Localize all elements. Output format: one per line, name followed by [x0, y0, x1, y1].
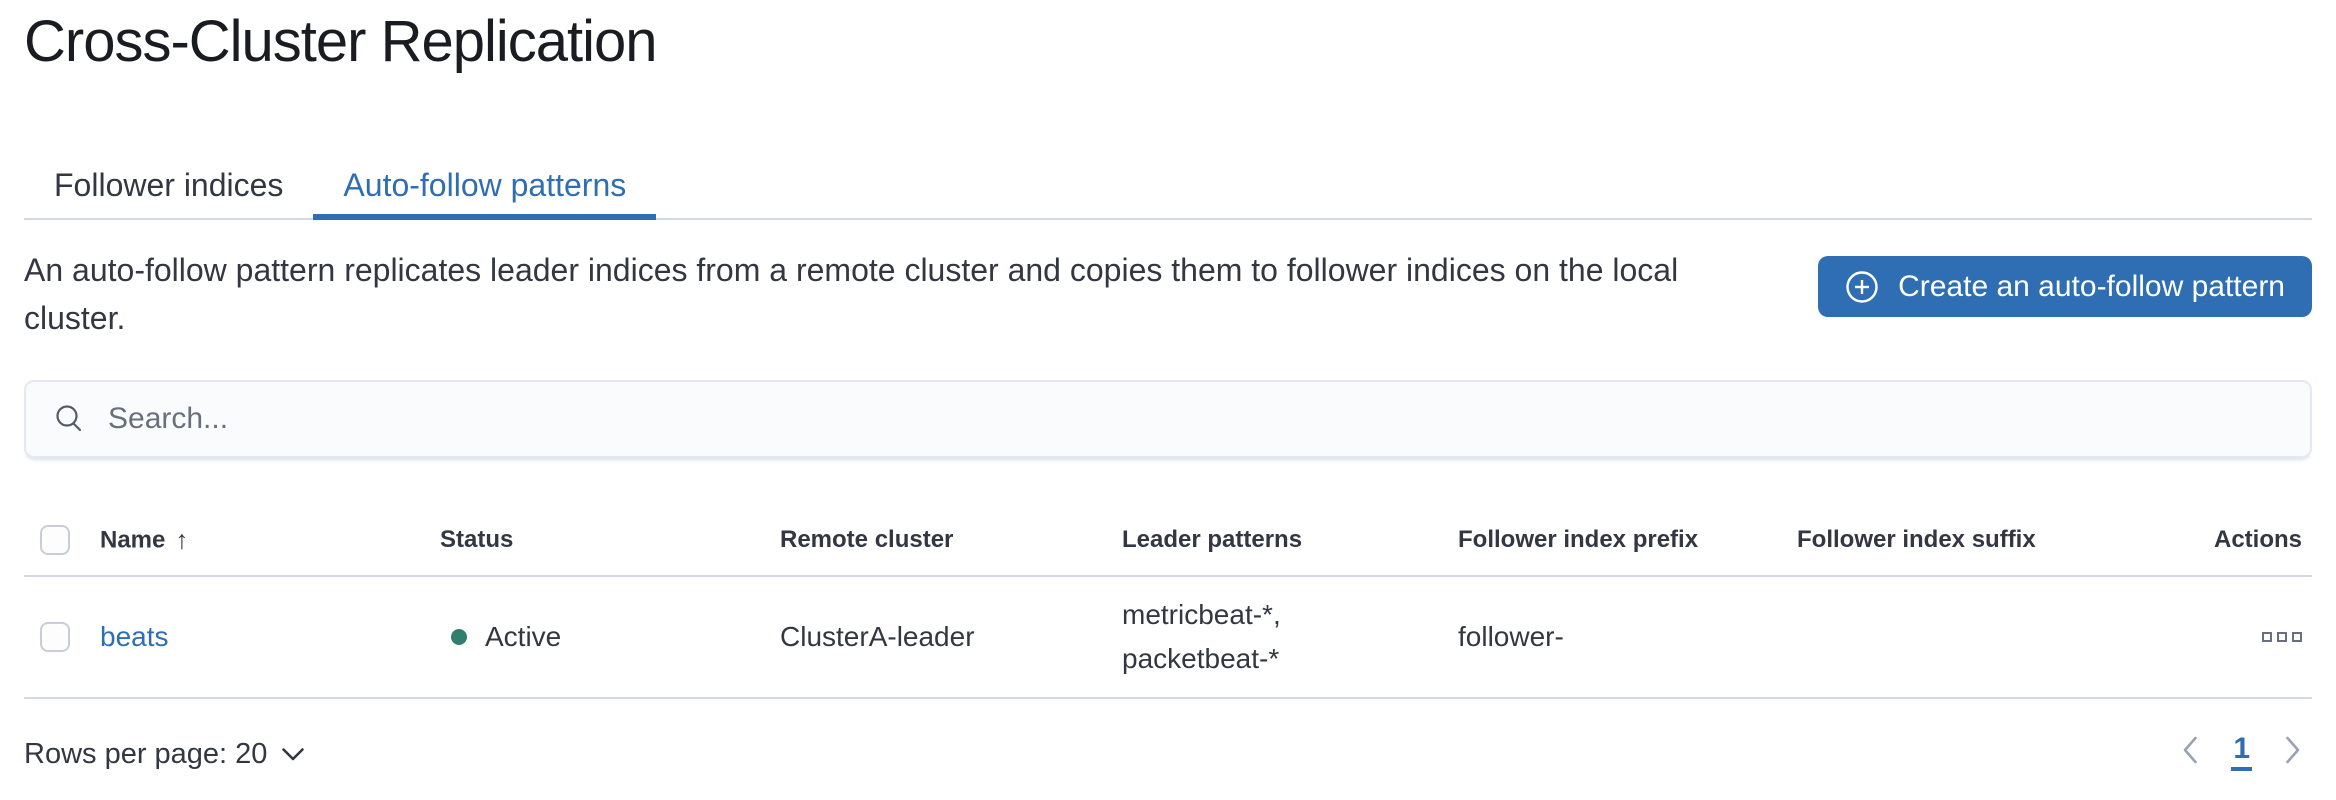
- status-label: Active: [485, 621, 562, 652]
- previous-page-button[interactable]: [2181, 735, 2199, 768]
- column-header-actions: Actions: [2213, 526, 2302, 553]
- select-all-checkbox[interactable]: [40, 525, 70, 555]
- leader-pattern-line: metricbeat-*,: [1122, 599, 1281, 630]
- column-header-name-label: Name: [100, 526, 166, 553]
- tab-auto-follow-patterns[interactable]: Auto-follow patterns: [313, 150, 657, 220]
- remote-cluster-cell: ClusterA-leader: [780, 621, 975, 652]
- chevron-down-icon: [282, 748, 305, 761]
- page-title: Cross-Cluster Replication: [24, 9, 658, 74]
- sort-ascending-icon: ↑: [175, 524, 189, 555]
- checkbox-icon: [40, 525, 70, 555]
- tab-bar: Follower indices Auto-follow patterns: [24, 150, 657, 220]
- column-header-remote-cluster: Remote cluster: [780, 526, 954, 553]
- auto-follow-patterns-table: Name ↑ Status Remote cluster Leader patt…: [24, 505, 2312, 699]
- tabs-divider: [24, 218, 2312, 220]
- plus-in-circle-icon: [1846, 270, 1878, 303]
- create-auto-follow-pattern-button[interactable]: Create an auto-follow pattern: [1818, 256, 2312, 317]
- search-icon: [56, 405, 82, 432]
- next-page-button[interactable]: [2284, 735, 2302, 768]
- column-header-follower-index-prefix: Follower index prefix: [1458, 526, 1699, 553]
- create-button-label: Create an auto-follow pattern: [1898, 269, 2285, 303]
- chevron-left-icon: [2184, 736, 2198, 764]
- column-header-leader-patterns: Leader patterns: [1122, 526, 1303, 553]
- row-actions-menu-button[interactable]: [2262, 626, 2302, 648]
- page-description: An auto-follow pattern replicates leader…: [24, 252, 1679, 336]
- page-number-1[interactable]: 1: [2231, 732, 2252, 771]
- row-checkbox[interactable]: [40, 622, 70, 652]
- checkbox-icon: [40, 622, 70, 652]
- rows-per-page-label: Rows per page: 20: [24, 738, 268, 770]
- search-input[interactable]: [108, 382, 2284, 456]
- leader-pattern-line: packetbeat-*: [1122, 643, 1280, 674]
- boxes-horizontal-icon: [2277, 632, 2287, 642]
- table-header-row: Name ↑ Status Remote cluster Leader patt…: [24, 505, 2312, 577]
- pagination-controls: 1: [2181, 732, 2302, 771]
- status-cell: Active: [451, 621, 561, 653]
- status-active-dot-icon: [451, 629, 467, 645]
- table-row-beats: beats Active ClusterA-leader metricbeat-…: [24, 577, 2312, 699]
- rows-per-page-selector[interactable]: Rows per page: 20: [24, 738, 305, 771]
- boxes-horizontal-icon: [2292, 632, 2302, 642]
- follower-index-prefix-cell: follower-: [1458, 621, 1564, 652]
- column-header-status: Status: [440, 526, 514, 553]
- pattern-name-link[interactable]: beats: [100, 621, 169, 652]
- boxes-horizontal-icon: [2262, 632, 2272, 642]
- column-header-name[interactable]: Name ↑: [100, 525, 188, 556]
- column-header-follower-index-suffix: Follower index suffix: [1797, 526, 2036, 553]
- chevron-right-icon: [2286, 736, 2300, 764]
- leader-patterns-cell: metricbeat-*, packetbeat-*: [1122, 593, 1281, 681]
- tab-follower-indices[interactable]: Follower indices: [24, 150, 313, 220]
- search-bar: [24, 380, 2312, 458]
